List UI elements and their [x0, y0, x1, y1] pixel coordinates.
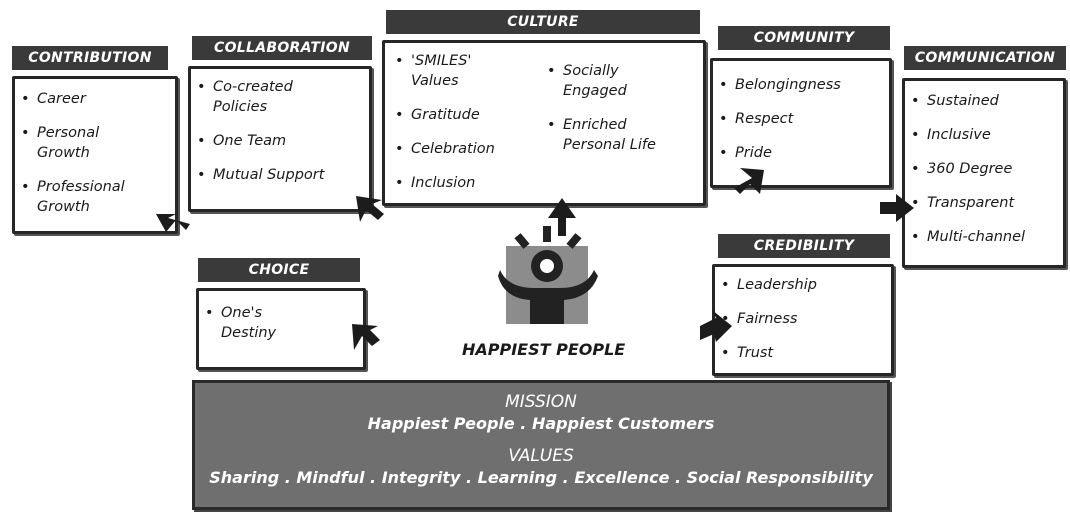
credibility-box: LeadershipFairnessTrust	[712, 264, 894, 376]
list-item: 'SMILES'Values	[389, 51, 539, 91]
list-item: Gratitude	[389, 105, 539, 125]
arrow-to-culture	[548, 198, 576, 236]
culture-list-left: 'SMILES'ValuesGratitudeCelebrationInclus…	[389, 51, 539, 207]
center-label: HAPPIEST PEOPLE	[462, 340, 626, 359]
collaboration-header: COLLABORATION	[192, 36, 372, 60]
community-header: COMMUNITY	[718, 26, 890, 50]
values-text: Sharing . Mindful . Integrity . Learning…	[209, 468, 873, 487]
arrow-to-credibility	[700, 310, 732, 342]
culture-list-right: SociallyEngagedEnrichedPersonal Life	[541, 61, 701, 169]
list-item: Fairness	[715, 309, 891, 329]
community-box: BelongingnessRespectPride	[710, 58, 892, 188]
list-item: One Team	[191, 131, 369, 151]
list-item: Career	[15, 89, 175, 109]
list-item: Trust	[715, 343, 891, 363]
communication-header: COMMUNICATION	[904, 46, 1066, 70]
list-item: Belongingness	[713, 75, 889, 95]
list-item: Inclusion	[389, 173, 539, 193]
list-item: Respect	[713, 109, 889, 129]
arrow-to-choice	[352, 324, 380, 350]
list-item: Mutual Support	[191, 165, 369, 185]
list-item: Leadership	[715, 275, 891, 295]
list-item: Celebration	[389, 139, 539, 159]
list-item: Transparent	[905, 193, 1063, 213]
culture-header: CULTURE	[386, 10, 700, 34]
mission-title: MISSION	[505, 392, 577, 412]
credibility-header: CREDIBILITY	[718, 234, 890, 258]
contribution-list: CareerPersonalGrowthProfessionalGrowth	[15, 89, 175, 217]
list-item: 360 Degree	[905, 159, 1063, 179]
list-item: Inclusive	[905, 125, 1063, 145]
communication-list: SustainedInclusive 360 DegreeTransparentM…	[905, 91, 1063, 247]
arrow-to-community	[734, 168, 764, 194]
communication-box: SustainedInclusive 360 DegreeTransparentM…	[902, 78, 1066, 268]
culture-box: 'SMILES'ValuesGratitudeCelebrationInclus…	[382, 40, 706, 206]
arrow-to-collaboration	[356, 196, 384, 222]
collaboration-list: Co-createdPoliciesOne TeamMutual Support	[191, 77, 369, 185]
list-item: Pride	[713, 143, 889, 163]
contribution-box: CareerPersonalGrowthProfessionalGrowth	[12, 76, 178, 234]
choice-header: CHOICE	[198, 258, 360, 282]
arrow-to-communication	[880, 194, 914, 222]
contribution-header: CONTRIBUTION	[12, 46, 168, 70]
collaboration-box: Co-createdPoliciesOne TeamMutual Support	[188, 66, 372, 212]
list-item: Sustained	[905, 91, 1063, 111]
values-title: VALUES	[508, 446, 574, 466]
arrow-to-contribution	[156, 214, 190, 232]
list-item: Multi-channel	[905, 227, 1063, 247]
credibility-list: LeadershipFairnessTrust	[715, 275, 891, 363]
mission-values-panel: MISSION Happiest People . Happiest Custo…	[192, 380, 890, 510]
community-list: BelongingnessRespectPride	[713, 75, 889, 163]
mission-text: Happiest People . Happiest Customers	[367, 414, 715, 433]
happy-person-icon	[498, 226, 598, 324]
